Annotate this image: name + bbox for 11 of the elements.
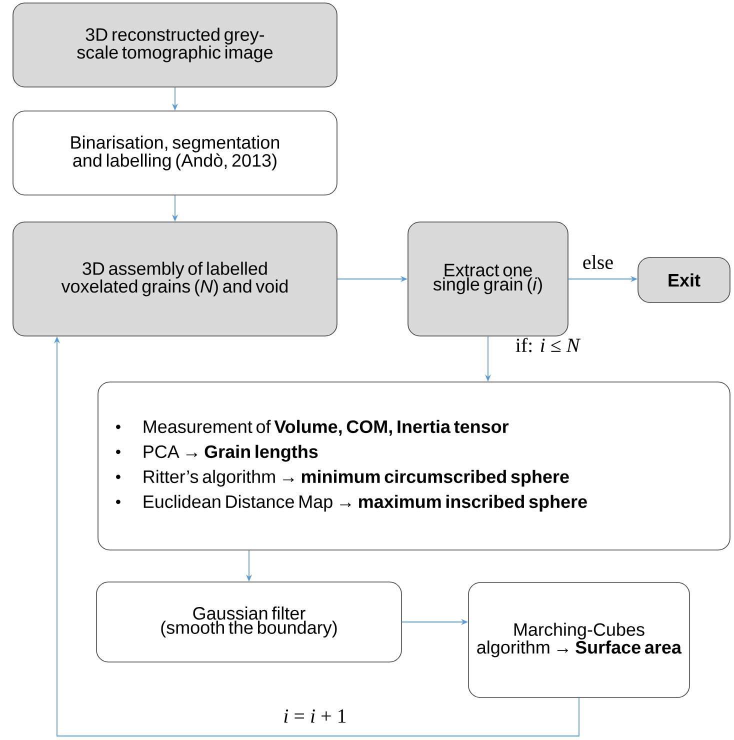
edge-label: i = i + 1: [282, 708, 348, 724]
list-box: Measurement of Volume, COM, Inertia tensor PCA → Grain lengths Ritter’s algorithm → minimum circumscribed sphere Euclidean Distance Map → maximum inscribed sphere: [98, 382, 730, 550]
process-box: 3D reconstructed grey-scale tomographic image: [12, 2, 338, 88]
process-box: Extract one single grain (i): [408, 222, 568, 336]
edge-label: if: i ≤ N: [514, 336, 582, 354]
edge-label: else: [581, 254, 615, 270]
process-box: Binarisation, segmentation and labelling (Andò, 2013): [12, 110, 338, 196]
process-box: Marching-Cubes algorithm → Surface area: [468, 582, 690, 698]
process-box: Gaussian filter (smooth the boundary): [96, 582, 402, 662]
exit-box: Exit: [638, 257, 730, 303]
process-box: 3D assembly of labelled voxelated grains (N) and void: [12, 222, 338, 336]
